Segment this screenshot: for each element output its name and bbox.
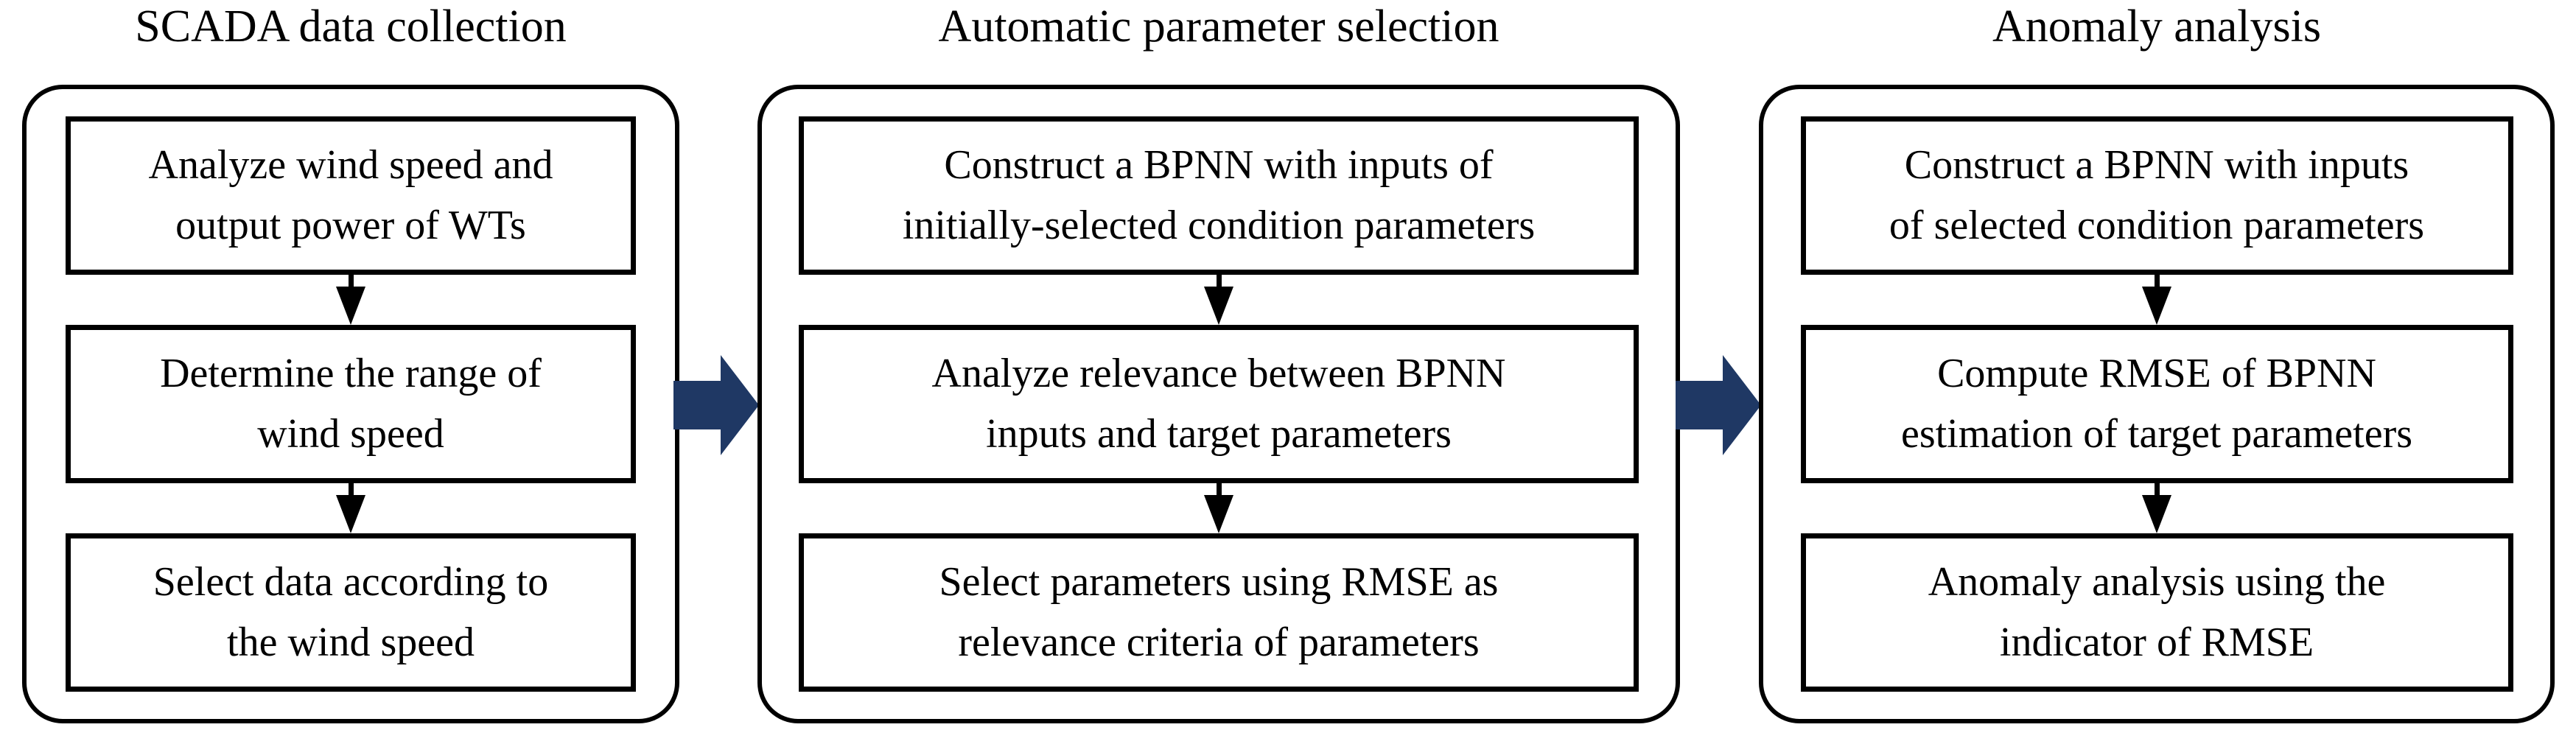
step-box: Anomaly analysis using the indicator of …	[1800, 533, 2513, 692]
step-text: Analyze wind speed and output power of W…	[148, 142, 553, 248]
step-text: Construct a BPNN with inputs of initiall…	[902, 142, 1536, 248]
down-arrow-icon	[336, 483, 365, 533]
step-text: Anomaly analysis using the indicator of …	[1928, 559, 2386, 665]
down-arrow-icon	[2142, 275, 2171, 325]
step-box: Compute RMSE of BPNN estimation of targe…	[1800, 325, 2513, 483]
right-arrow-icon	[673, 355, 759, 455]
step-text: Determine the range of wind speed	[160, 351, 542, 457]
step-text: Analyze relevance between BPNN inputs an…	[931, 351, 1506, 457]
step-box: Determine the range of wind speed	[66, 325, 636, 483]
column-automatic-parameter-selection: Automatic parameter selection Construct …	[757, 0, 1680, 744]
step-box: Analyze wind speed and output power of W…	[66, 116, 636, 275]
right-arrow-icon	[1676, 355, 1761, 455]
column-container: Construct a BPNN with inputs of selected…	[1759, 85, 2555, 723]
down-arrow-icon	[336, 275, 365, 325]
column-title: SCADA data collection	[135, 1, 567, 52]
step-text: Select parameters using RMSE as relevanc…	[939, 559, 1499, 665]
column-scada-data-collection: SCADA data collection Analyze wind speed…	[22, 0, 679, 744]
down-arrow-icon	[1204, 275, 1233, 325]
column-container: Analyze wind speed and output power of W…	[22, 85, 679, 723]
step-box: Analyze relevance between BPNN inputs an…	[799, 325, 1639, 483]
step-box: Select parameters using RMSE as relevanc…	[799, 533, 1639, 692]
step-text: Compute RMSE of BPNN estimation of targe…	[1900, 351, 2413, 457]
column-anomaly-analysis: Anomaly analysis Construct a BPNN with i…	[1759, 0, 2555, 744]
column-title: Anomaly analysis	[1992, 1, 2321, 52]
step-box: Select data according to the wind speed	[66, 533, 636, 692]
column-container: Construct a BPNN with inputs of initiall…	[757, 85, 1680, 723]
step-text: Select data according to the wind speed	[153, 559, 549, 665]
column-title: Automatic parameter selection	[938, 1, 1499, 52]
step-box: Construct a BPNN with inputs of initiall…	[799, 116, 1639, 275]
down-arrow-icon	[2142, 483, 2171, 533]
down-arrow-icon	[1204, 483, 1233, 533]
step-box: Construct a BPNN with inputs of selected…	[1800, 116, 2513, 275]
step-text: Construct a BPNN with inputs of selected…	[1889, 142, 2425, 248]
